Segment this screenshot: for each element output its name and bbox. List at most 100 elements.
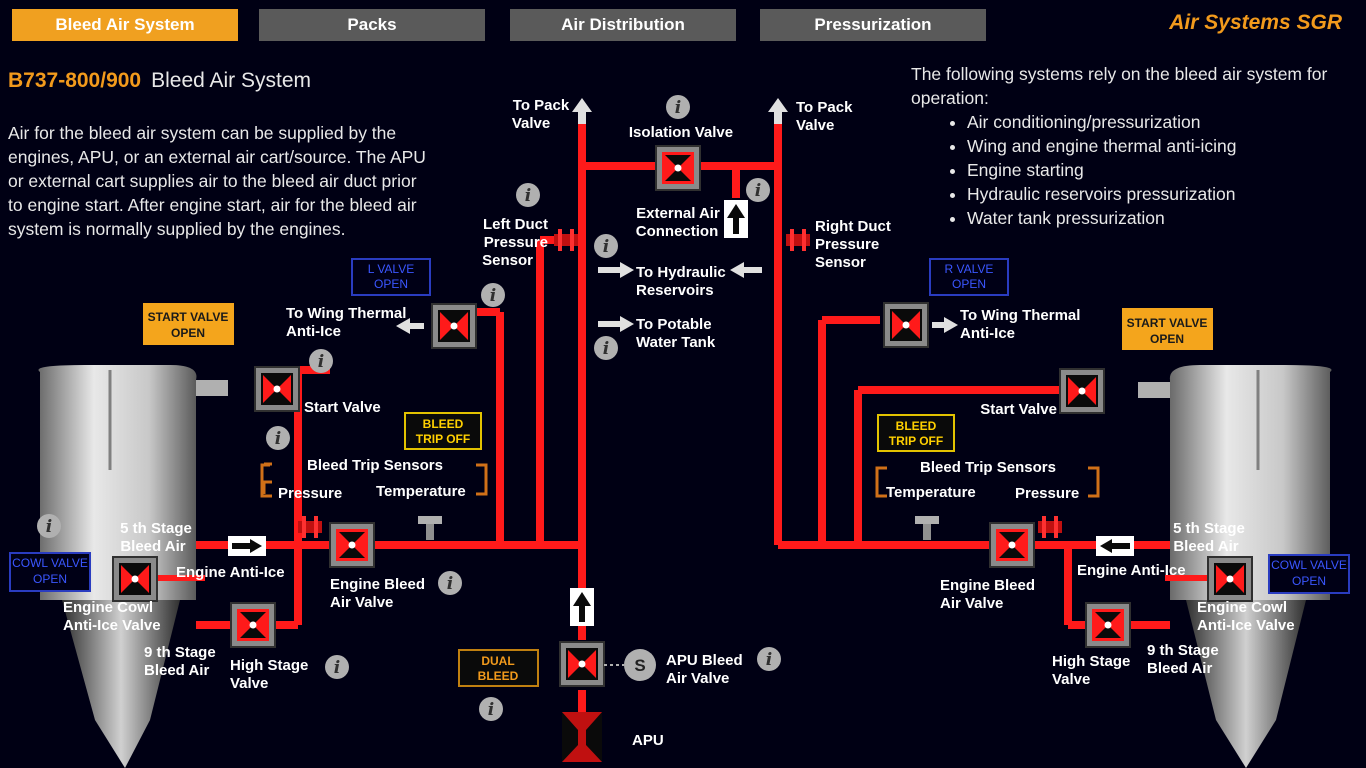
left-bleed-trip-off-lamp: BLEED TRIP OFF (404, 412, 482, 450)
tab-bleed-air-system[interactable]: Bleed Air System (12, 9, 238, 41)
svg-text:BLEED: BLEED (478, 669, 519, 683)
svg-text:COWL VALVE: COWL VALVE (1271, 558, 1347, 572)
svg-text:i: i (46, 517, 52, 537)
info-icon-isolation-valve[interactable]: i (666, 95, 690, 119)
svg-text:START VALVE: START VALVE (148, 310, 229, 324)
right-high-stage-valve[interactable] (1085, 602, 1131, 648)
left-engine-bleed-valve[interactable] (329, 522, 375, 568)
right-cowl-valve-open-lamp: COWL VALVE OPEN (1268, 554, 1350, 594)
svg-text:Engine Anti-Ice: Engine Anti-Ice (1077, 562, 1186, 579)
bracket (875, 466, 887, 498)
solenoid-label: S (634, 656, 645, 675)
aircraft-model: B737-800/900 (8, 69, 142, 92)
apu-solenoid (624, 649, 656, 681)
reliance-panel: The following systems rely on the bleed … (911, 62, 1351, 230)
left-arrow-icon (396, 318, 424, 334)
left-high-stage-valve[interactable] (230, 602, 276, 648)
svg-text:OPEN: OPEN (171, 326, 205, 340)
left-bleed-trip-temp-sensor (418, 516, 442, 540)
right-bleed-trip-temp-sensor (915, 516, 939, 540)
svg-text:Bleed Trip Sensors: Bleed Trip Sensors (920, 459, 1056, 476)
svg-text:OPEN: OPEN (374, 277, 408, 291)
system-title: Bleed Air System (151, 69, 312, 92)
svg-text:OPEN: OPEN (33, 572, 67, 586)
svg-text:COWL VALVE: COWL VALVE (12, 556, 88, 570)
left-pack-valve[interactable] (431, 303, 477, 349)
right-arrow-icon (598, 262, 634, 278)
info-icon-dual-bleed[interactable]: i (479, 697, 503, 721)
brand-title: Air Systems SGR (1169, 11, 1342, 34)
info-icon-left-cowl[interactable]: i (37, 514, 61, 538)
info-icon-left-pack-valve[interactable]: i (481, 283, 505, 307)
tab-packs[interactable]: Packs (259, 9, 485, 41)
right-engine-bleed-valve[interactable] (989, 522, 1035, 568)
isolation-valve[interactable] (655, 145, 701, 191)
svg-text:i: i (275, 429, 281, 449)
list-item: Hydraulic reservoirs pressurization (967, 182, 1351, 206)
tab-air-distribution[interactable]: Air Distribution (510, 9, 736, 41)
svg-text:Pressure: Pressure (1015, 485, 1079, 502)
svg-text:Temperature: Temperature (376, 483, 466, 500)
info-icon-left-high-stage[interactable]: i (325, 655, 349, 679)
right-start-valve-open-lamp: START VALVE OPEN (1122, 308, 1213, 350)
right-arrow-icon (932, 317, 958, 333)
left-cowl-valve-open-lamp: COWL VALVE OPEN (9, 552, 91, 592)
info-icon-left-start-valve[interactable]: i (309, 349, 333, 373)
svg-text:START VALVE: START VALVE (1127, 316, 1208, 330)
svg-text:Bleed Trip Sensors: Bleed Trip Sensors (307, 457, 443, 474)
apu-bleed-valve[interactable] (559, 641, 605, 687)
info-icon-external-air[interactable]: i (746, 178, 770, 202)
external-air-connection-arrow (724, 200, 748, 238)
svg-text:i: i (488, 700, 494, 720)
svg-text:Start Valve: Start Valve (980, 401, 1057, 418)
reliance-intro: The following systems rely on the bleed … (911, 64, 1328, 108)
list-item: Wing and engine thermal anti-icing (967, 134, 1351, 158)
info-icon-potable-water[interactable]: i (594, 336, 618, 360)
svg-text:i: i (603, 339, 609, 359)
bracket (1088, 466, 1100, 498)
right-bleed-trip-off-lamp: BLEED TRIP OFF (877, 414, 955, 452)
info-icon-apu-bleed[interactable]: i (757, 647, 781, 671)
info-icon-left-engine[interactable]: i (266, 426, 290, 450)
intro-text: Air for the bleed air system can be supp… (8, 123, 426, 239)
svg-text:L VALVE: L VALVE (368, 262, 414, 276)
right-engine (1169, 365, 1332, 768)
svg-text:i: i (490, 286, 496, 306)
bracket (260, 463, 272, 498)
svg-text:i: i (447, 574, 453, 594)
right-pack-valve[interactable] (883, 302, 929, 348)
svg-text:i: i (755, 181, 761, 201)
svg-text:OPEN: OPEN (1150, 332, 1184, 346)
list-item: Air conditioning/pressurization (967, 110, 1351, 134)
left-cowl-anti-ice-valve[interactable] (112, 556, 158, 602)
bracket (476, 463, 488, 496)
left-start-valve[interactable] (254, 366, 300, 412)
right-cowl-anti-ice-valve[interactable] (1207, 556, 1253, 602)
right-start-valve[interactable] (1059, 368, 1105, 414)
bracket (262, 462, 272, 494)
svg-text:APU: APU (632, 732, 664, 749)
tab-pressurization[interactable]: Pressurization (760, 9, 986, 41)
info-icon-left-duct-sensor[interactable]: i (516, 183, 540, 207)
right-bleed-trip-pressure-sensor (1038, 516, 1062, 538)
info-icon-left-engine-bleed[interactable]: i (438, 571, 462, 595)
svg-text:i: i (603, 237, 609, 257)
info-icon-hydraulic[interactable]: i (594, 234, 618, 258)
left-engine (38, 365, 197, 768)
l-valve-open-lamp: L VALVE OPEN (351, 258, 431, 296)
svg-text:TRIP OFF: TRIP OFF (416, 432, 470, 446)
